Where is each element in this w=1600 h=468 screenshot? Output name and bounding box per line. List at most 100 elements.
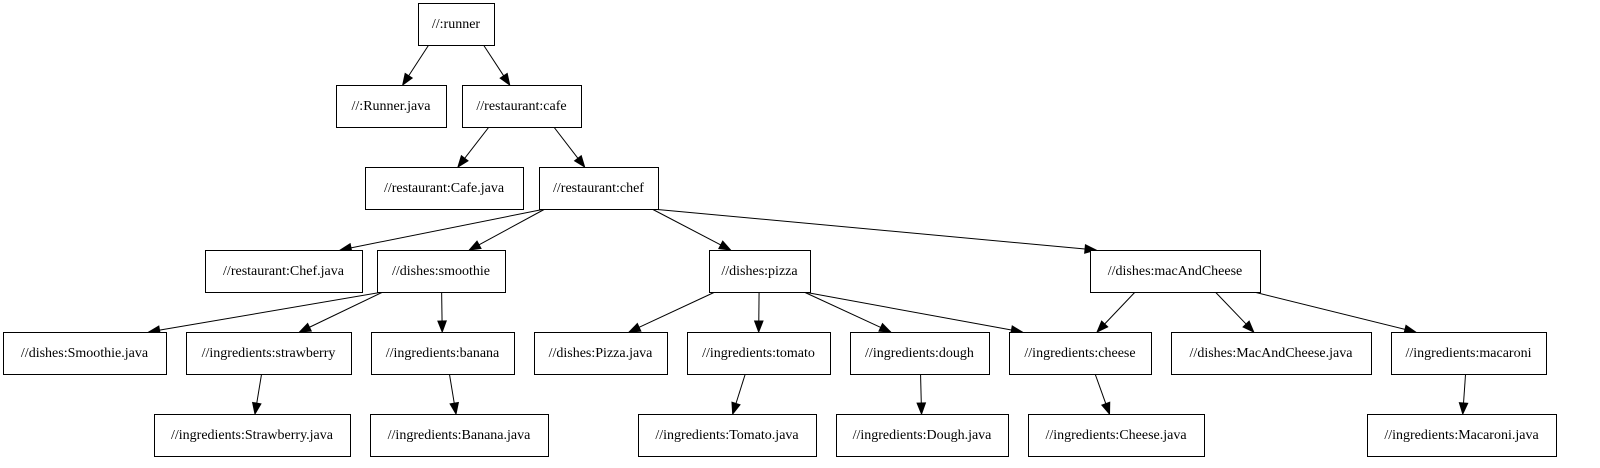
node-box[interactable]	[1367, 414, 1557, 457]
graph-node[interactable]: //dishes:Pizza.java	[534, 332, 668, 375]
node-box[interactable]	[365, 167, 524, 210]
graph-node[interactable]: //dishes:pizza	[709, 250, 811, 293]
graph-edge	[468, 208, 546, 251]
graph-edge	[1253, 291, 1418, 335]
edge-line	[448, 373, 455, 404]
edge-arrowhead-icon	[878, 322, 892, 333]
node-box[interactable]	[1171, 332, 1372, 375]
node-box[interactable]	[336, 85, 447, 128]
graph-edge	[483, 44, 511, 87]
graph-edge	[147, 291, 384, 335]
node-box[interactable]	[3, 332, 167, 375]
edge-arrowhead-icon	[468, 240, 482, 251]
graph-edge	[1096, 291, 1136, 334]
graph-edge	[753, 291, 764, 334]
node-box[interactable]	[462, 85, 582, 128]
edge-line	[350, 208, 546, 249]
graph-node[interactable]: //restaurant:chef	[539, 167, 659, 210]
graph-node[interactable]: //ingredients:dough	[850, 332, 990, 375]
graph-edge	[1094, 373, 1111, 416]
graph-edge	[916, 373, 927, 416]
node-box[interactable]	[1028, 414, 1205, 457]
graph-node[interactable]: //restaurant:cafe	[462, 85, 582, 128]
edge-line	[651, 208, 1086, 250]
graph-node[interactable]: //ingredients:Strawberry.java	[154, 414, 351, 457]
node-box[interactable]	[709, 250, 811, 293]
node-box[interactable]	[154, 414, 351, 457]
node-box[interactable]	[539, 167, 659, 210]
graph-node[interactable]: //ingredients:tomato	[687, 332, 831, 375]
edge-line	[553, 126, 579, 159]
edge-line	[408, 44, 430, 77]
graph-node[interactable]: //dishes:macAndCheese	[1090, 250, 1261, 293]
graph-node[interactable]: //restaurant:Cafe.java	[365, 167, 524, 210]
graph-edge	[457, 126, 490, 169]
edge-line	[735, 373, 746, 404]
node-box[interactable]	[836, 414, 1009, 457]
graph-node[interactable]: //ingredients:cheese	[1009, 332, 1152, 375]
graph-node[interactable]: //dishes:smoothie	[377, 250, 506, 293]
graph-edge	[553, 126, 586, 169]
edge-line	[920, 373, 922, 404]
graph-node[interactable]: //dishes:Smoothie.java	[3, 332, 167, 375]
node-box[interactable]	[371, 332, 515, 375]
graph-edge	[1458, 373, 1469, 416]
graph-node[interactable]: //ingredients:Tomato.java	[638, 414, 817, 457]
edge-arrowhead-icon	[627, 322, 642, 333]
edges-layer	[147, 44, 1469, 416]
graph-edge	[448, 373, 460, 416]
node-box[interactable]	[1009, 332, 1152, 375]
nodes-layer: //:runner //:Runner.java //restaurant:cafe…	[3, 3, 1557, 457]
node-box[interactable]	[186, 332, 352, 375]
graph-node[interactable]: //ingredients:Cheese.java	[1028, 414, 1205, 457]
edge-arrowhead-icon	[1100, 401, 1111, 416]
edge-line	[309, 291, 384, 328]
graph-edge	[627, 291, 716, 333]
edge-line	[256, 373, 263, 404]
edge-line	[464, 126, 490, 159]
edge-line	[651, 208, 722, 246]
edge-line	[1463, 373, 1467, 404]
graph-edge	[251, 373, 263, 416]
edge-arrowhead-icon	[449, 401, 460, 416]
graph-edge	[401, 44, 430, 87]
graph-node[interactable]: //dishes:MacAndCheese.java	[1171, 332, 1372, 375]
edge-arrowhead-icon	[753, 320, 764, 334]
node-box[interactable]	[850, 332, 990, 375]
graph-edge	[1214, 291, 1255, 334]
node-box[interactable]	[370, 414, 549, 457]
edge-line	[478, 208, 546, 246]
node-box[interactable]	[377, 250, 506, 293]
edge-arrowhead-icon	[298, 322, 313, 333]
graph-node[interactable]: //restaurant:Chef.java	[205, 250, 363, 293]
graph-node[interactable]: //ingredients:Dough.java	[836, 414, 1009, 457]
node-box[interactable]	[418, 3, 495, 46]
node-box[interactable]	[1090, 250, 1261, 293]
edge-line	[1214, 291, 1247, 325]
graph-node[interactable]: //:runner	[418, 3, 495, 46]
graph-edge	[803, 291, 892, 333]
edge-line	[803, 291, 1012, 331]
edge-arrowhead-icon	[1458, 402, 1469, 416]
node-box[interactable]	[205, 250, 363, 293]
graph-edge	[803, 291, 1024, 335]
edge-arrowhead-icon	[916, 402, 927, 416]
graph-edge	[731, 373, 746, 416]
node-box[interactable]	[534, 332, 668, 375]
graph-edge	[651, 208, 1098, 254]
node-box[interactable]	[638, 414, 817, 457]
graph-node[interactable]: //ingredients:Banana.java	[370, 414, 549, 457]
graph-node[interactable]: //:Runner.java	[336, 85, 447, 128]
graph-node[interactable]: //ingredients:Macaroni.java	[1367, 414, 1557, 457]
edge-arrowhead-icon	[457, 154, 469, 169]
edge-arrowhead-icon	[718, 240, 732, 251]
edge-line	[483, 44, 505, 77]
graph-node[interactable]: //ingredients:banana	[371, 332, 515, 375]
graph-node[interactable]: //ingredients:macaroni	[1391, 332, 1547, 375]
graph-node[interactable]: //ingredients:strawberry	[186, 332, 352, 375]
edge-line	[803, 291, 881, 328]
node-box[interactable]	[1391, 332, 1547, 375]
node-box[interactable]	[687, 332, 831, 375]
